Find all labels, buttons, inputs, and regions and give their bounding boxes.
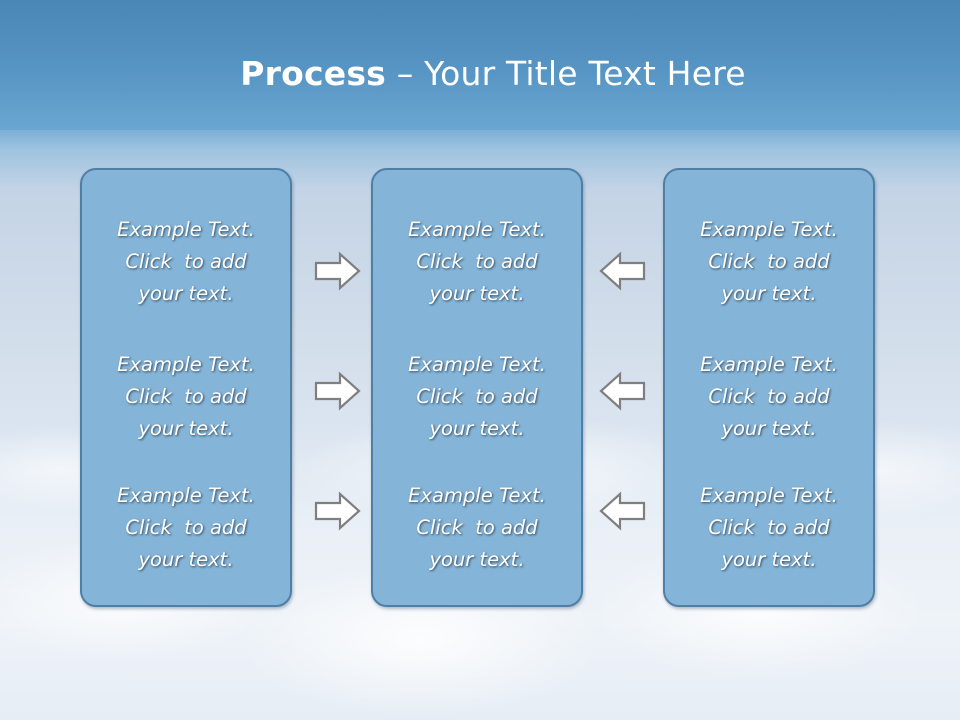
text-item[interactable]: Example Text. Click to add your text.: [665, 480, 873, 576]
process-box-right[interactable]: Example Text. Click to add your text. Ex…: [663, 168, 875, 607]
text-line: Click to add: [125, 516, 247, 539]
text-line: Click to add: [125, 250, 247, 273]
text-line: Click to add: [416, 516, 538, 539]
text-line: Click to add: [708, 516, 830, 539]
process-box-left[interactable]: Example Text. Click to add your text. Ex…: [80, 168, 292, 607]
text-line: Example Text.: [408, 484, 546, 507]
text-line: Example Text.: [700, 353, 838, 376]
process-box-middle[interactable]: Example Text. Click to add your text. Ex…: [371, 168, 583, 607]
text-line: your text.: [721, 417, 817, 440]
text-line: Example Text.: [700, 218, 838, 241]
title-rest: – Your Title Text Here: [386, 54, 746, 93]
arrow-left-icon: [598, 251, 646, 291]
text-line: Example Text.: [408, 353, 546, 376]
text-line: Click to add: [416, 250, 538, 273]
text-item[interactable]: Example Text. Click to add your text.: [82, 214, 290, 310]
text-item[interactable]: Example Text. Click to add your text.: [373, 214, 581, 310]
text-line: Example Text.: [700, 484, 838, 507]
arrow-right-icon: [314, 371, 362, 411]
arrow-left-icon: [598, 491, 646, 531]
text-line: your text.: [721, 282, 817, 305]
text-line: Example Text.: [117, 218, 255, 241]
text-line: your text.: [721, 548, 817, 571]
text-item[interactable]: Example Text. Click to add your text.: [665, 349, 873, 445]
arrow-right-icon: [314, 491, 362, 531]
slide-title[interactable]: Process – Your Title Text Here: [0, 52, 960, 96]
text-line: your text.: [429, 282, 525, 305]
text-line: your text.: [138, 417, 234, 440]
arrow-right-icon: [314, 251, 362, 291]
text-item[interactable]: Example Text. Click to add your text.: [82, 349, 290, 445]
text-line: Click to add: [125, 385, 247, 408]
title-bold-word: Process: [240, 54, 387, 93]
text-line: your text.: [138, 548, 234, 571]
text-line: your text.: [429, 417, 525, 440]
text-line: Click to add: [416, 385, 538, 408]
text-line: Example Text.: [117, 353, 255, 376]
text-line: Example Text.: [117, 484, 255, 507]
title-band: [0, 0, 960, 130]
text-line: your text.: [138, 282, 234, 305]
text-item[interactable]: Example Text. Click to add your text.: [82, 480, 290, 576]
text-item[interactable]: Example Text. Click to add your text.: [665, 214, 873, 310]
text-line: Click to add: [708, 250, 830, 273]
text-item[interactable]: Example Text. Click to add your text.: [373, 349, 581, 445]
text-line: Example Text.: [408, 218, 546, 241]
text-item[interactable]: Example Text. Click to add your text.: [373, 480, 581, 576]
text-line: your text.: [429, 548, 525, 571]
text-line: Click to add: [708, 385, 830, 408]
arrow-left-icon: [598, 371, 646, 411]
